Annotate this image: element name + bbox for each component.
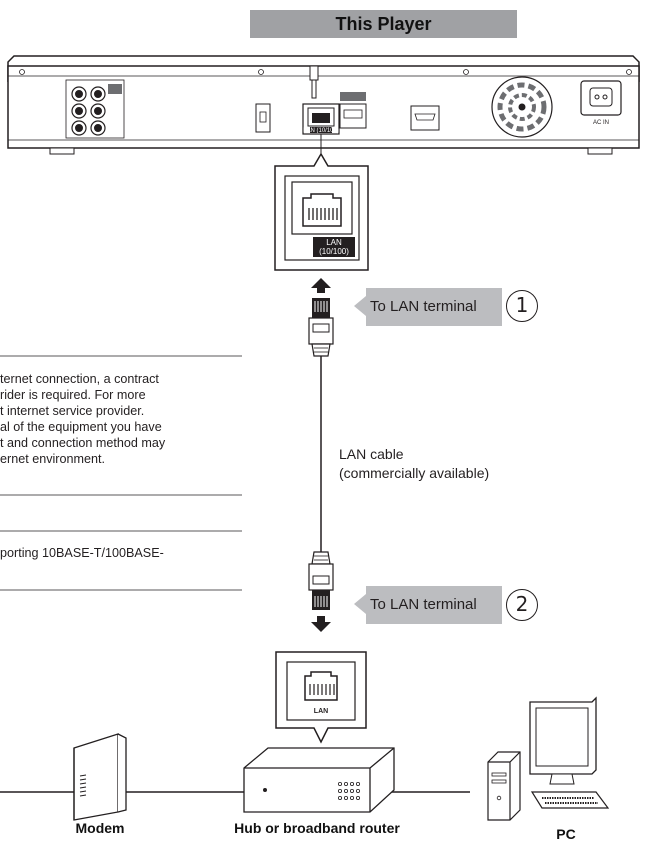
lan-cable [308,278,334,632]
callout-1-number: 1 [506,290,538,322]
ac-inlet: AC IN [580,80,622,126]
panel-lan-label: LAN (10/100) [303,128,339,134]
callout-box-1 [354,288,502,326]
cable-label-line2: (commercially available) [339,465,490,481]
pc-label: PC [556,826,576,842]
note-line: al of the equipment you have [0,420,162,434]
pc-icon [487,696,610,821]
ac-in-label: AC IN [593,120,609,126]
note-line: porting 10BASE-T/100BASE- [0,546,164,560]
header-title: This Player [335,14,432,34]
note-line: ernet environment. [0,452,106,466]
modem-label: Modem [75,820,125,836]
antenna-post [309,65,319,99]
callout-2-number: 2 [506,589,538,621]
zoom-bottom-lan-label: LAN [314,708,328,715]
hdmi-port [410,105,440,131]
usb-port [339,92,367,129]
router-label: Hub or broadband router [234,820,400,836]
lan-zoom-bottom: LAN [275,651,367,744]
callout-1-text: To LAN terminal [370,298,477,315]
optical-output [255,103,271,133]
lan-zoom-top: LAN (10/100) [274,134,369,271]
note-line: t internet service provider. [0,404,145,418]
notes-rules [0,355,242,591]
note-line: t and connection method may [0,436,166,450]
av-output-jacks [65,79,125,139]
zoom-lan-line2: (10/100) [319,247,349,256]
cable-label-line1: LAN cable [339,446,404,462]
fan-grille-icon [491,76,553,138]
header-band [250,10,517,38]
panel-lan-port: LAN (10/100) [302,103,340,135]
callout-box-2 [354,586,502,624]
note-line: rider is required. For more [0,388,146,402]
note-line: ternet connection, a contract [0,372,159,386]
zoom-lan-line1: LAN [326,238,342,247]
callout-2-text: To LAN terminal [370,596,477,613]
router-icon [243,747,395,813]
modem-icon [73,733,127,821]
